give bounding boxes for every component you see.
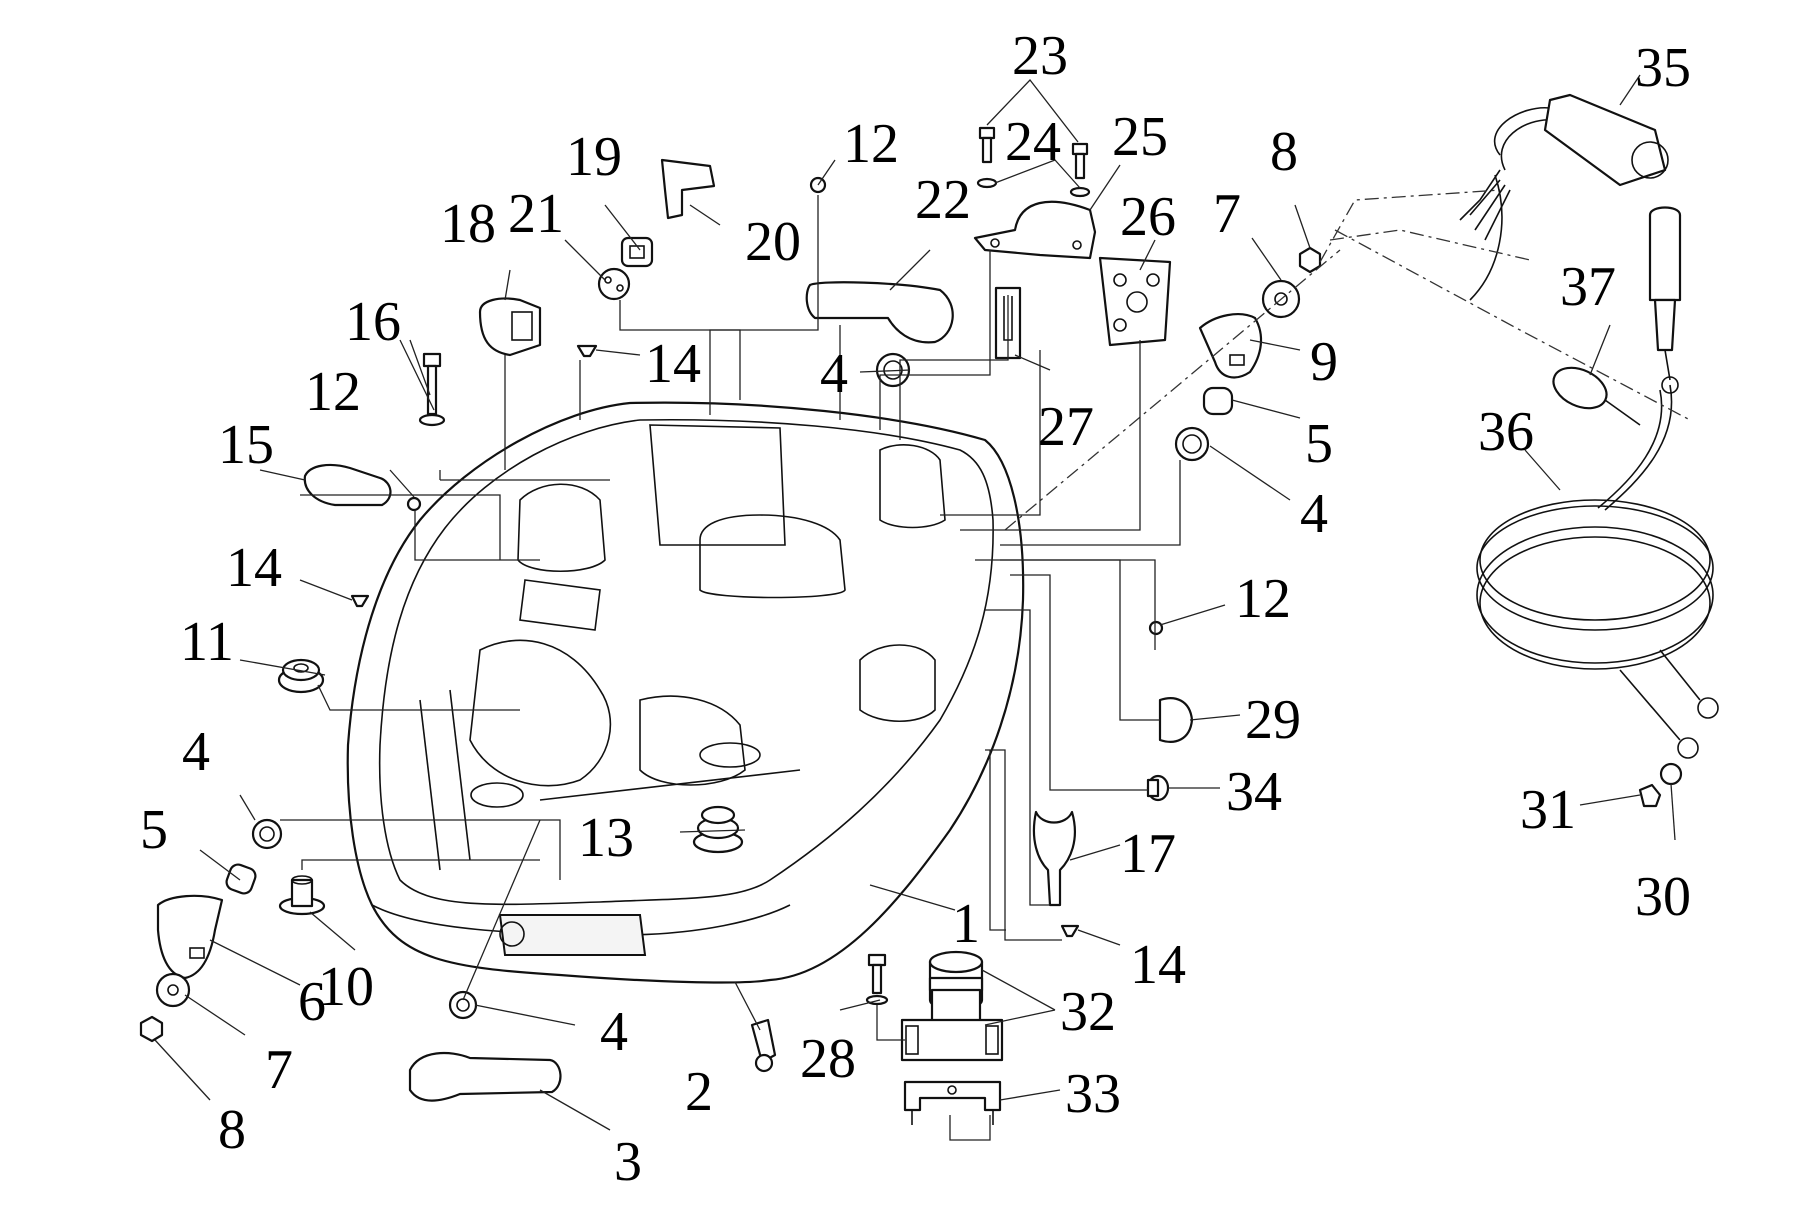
battery-cable-coil bbox=[1476, 384, 1719, 759]
callout-12: 12 bbox=[1235, 568, 1291, 630]
socket-21 bbox=[597, 267, 631, 301]
connector-18 bbox=[478, 297, 542, 357]
callout-17: 17 bbox=[1120, 823, 1176, 885]
callout-15: 15 bbox=[218, 414, 274, 476]
rubber-pad bbox=[303, 463, 392, 507]
bolt-31 bbox=[1638, 783, 1662, 808]
callout-36: 36 bbox=[1478, 401, 1534, 463]
grommet-29 bbox=[1158, 697, 1194, 743]
callout-16: 16 bbox=[345, 291, 401, 353]
callout-4: 4 bbox=[600, 1001, 628, 1063]
switch-19 bbox=[620, 236, 654, 268]
washer-left bbox=[155, 972, 191, 1008]
callout-4: 4 bbox=[1300, 483, 1328, 545]
hose-clamp bbox=[1032, 810, 1076, 907]
nut-left bbox=[139, 1015, 164, 1043]
callout-28: 28 bbox=[800, 1028, 856, 1090]
rivet-right bbox=[1148, 620, 1164, 636]
callout-20: 20 bbox=[745, 211, 801, 273]
lock-lever-right bbox=[1198, 313, 1263, 379]
callout-12: 12 bbox=[305, 361, 361, 423]
bolt-23-left bbox=[978, 126, 996, 164]
motor-mount bbox=[900, 950, 1004, 1062]
handle-bracket bbox=[973, 200, 1097, 260]
grommet-left bbox=[277, 658, 325, 694]
callout-10: 10 bbox=[318, 956, 374, 1018]
washer-24-left bbox=[976, 177, 998, 189]
callout-33: 33 bbox=[1065, 1063, 1121, 1125]
clip-left bbox=[350, 594, 370, 608]
mount-block bbox=[1098, 256, 1172, 347]
callout-37: 37 bbox=[1560, 256, 1616, 318]
callout-11: 11 bbox=[180, 611, 234, 673]
callout-34: 34 bbox=[1226, 761, 1282, 823]
ring-left bbox=[225, 863, 257, 895]
callout-2: 2 bbox=[685, 1061, 713, 1123]
drain-plug bbox=[750, 1018, 777, 1073]
callout-19: 19 bbox=[566, 126, 622, 188]
bolt-28 bbox=[865, 953, 889, 1006]
callout-6: 6 bbox=[298, 971, 326, 1033]
callout-32: 32 bbox=[1060, 981, 1116, 1043]
sleeve bbox=[278, 875, 326, 916]
lower-handle bbox=[408, 1052, 562, 1102]
callout-8: 8 bbox=[218, 1099, 246, 1161]
callout-5: 5 bbox=[1305, 413, 1333, 475]
washer-24-right bbox=[1069, 186, 1091, 198]
callout-26: 26 bbox=[1120, 186, 1176, 248]
bolt-23-right bbox=[1071, 142, 1089, 180]
callout-35: 35 bbox=[1635, 37, 1691, 99]
washer-30 bbox=[1659, 762, 1683, 786]
mount-bracket bbox=[903, 1080, 1002, 1125]
callout-14: 14 bbox=[226, 537, 282, 599]
lower-cowling bbox=[346, 401, 1025, 984]
key-20 bbox=[660, 158, 716, 220]
ring-right bbox=[1202, 386, 1234, 416]
fuse-holder bbox=[1552, 206, 1682, 426]
clip-top bbox=[576, 344, 598, 358]
callout-5: 5 bbox=[140, 799, 168, 861]
callout-14: 14 bbox=[1130, 934, 1186, 996]
cable-connector bbox=[1459, 93, 1669, 301]
plug-34 bbox=[1146, 774, 1170, 802]
bushing-right bbox=[1174, 426, 1210, 462]
callout-9: 9 bbox=[1310, 331, 1338, 393]
callout-18: 18 bbox=[440, 193, 496, 255]
callout-7: 7 bbox=[1213, 183, 1241, 245]
callout-24: 24 bbox=[1005, 111, 1061, 173]
callout-4: 4 bbox=[182, 721, 210, 783]
callout-7: 7 bbox=[265, 1039, 293, 1101]
assembly-lines bbox=[280, 189, 1691, 1141]
callout-27: 27 bbox=[1038, 396, 1094, 458]
callout-29: 29 bbox=[1245, 689, 1301, 751]
callout-leaders bbox=[154, 74, 1676, 1131]
rivet-left bbox=[406, 496, 422, 512]
callout-8: 8 bbox=[1270, 121, 1298, 183]
bushing-left-upper bbox=[251, 818, 283, 850]
callout-13: 13 bbox=[578, 807, 634, 869]
callout-30: 30 bbox=[1635, 866, 1691, 928]
callout-3: 3 bbox=[614, 1131, 642, 1193]
callout-labels: 1 2 3 4 4 4 4 5 5 6 7 7 8 8 9 10 11 12 1… bbox=[140, 25, 1691, 1193]
callout-23: 23 bbox=[1012, 25, 1068, 87]
callout-25: 25 bbox=[1112, 106, 1168, 168]
clip-bottom bbox=[1060, 924, 1080, 938]
lock-lever-left bbox=[156, 894, 224, 980]
upper-handle bbox=[805, 281, 954, 344]
callout-1: 1 bbox=[952, 893, 980, 955]
callout-31: 31 bbox=[1520, 779, 1576, 841]
bushing-front bbox=[448, 990, 478, 1020]
callout-21: 21 bbox=[508, 183, 564, 245]
callout-4: 4 bbox=[820, 343, 848, 405]
callout-12: 12 bbox=[843, 113, 899, 175]
grommet-center bbox=[692, 805, 744, 854]
callout-14: 14 bbox=[645, 333, 701, 395]
callout-22: 22 bbox=[915, 169, 971, 231]
